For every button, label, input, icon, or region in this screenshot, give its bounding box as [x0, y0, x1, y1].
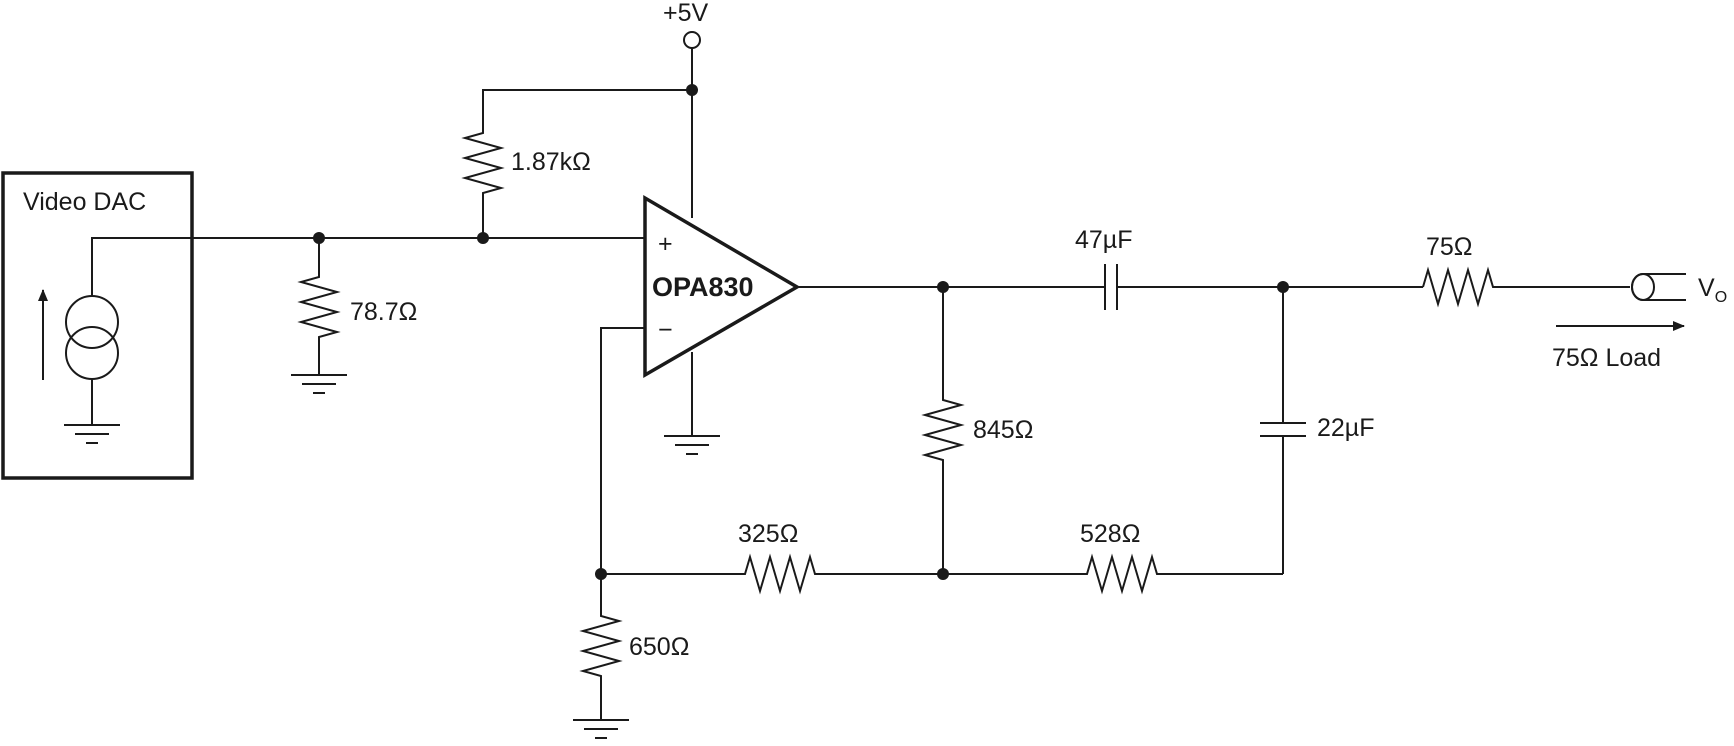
label-325-ohm: 325Ω [738, 520, 798, 548]
resistor-325-ohm [601, 553, 943, 595]
label-650-ohm: 650Ω [629, 633, 689, 661]
video-dac-title: Video DAC [23, 188, 146, 216]
label-528-ohm: 528Ω [1080, 520, 1140, 548]
resistor-650-ohm [579, 574, 623, 720]
inverting-input-wire [600, 327, 645, 574]
label-78-7-ohm: 78.7Ω [350, 298, 417, 326]
resistor-1-87k-ohm [461, 89, 692, 238]
opamp-plus-sign: + [658, 230, 673, 258]
label-75-ohm-load: 75Ω Load [1552, 344, 1661, 372]
label-supply: +5V [663, 0, 709, 27]
feedback-ground-icon [573, 719, 629, 739]
resistor-845-ohm [921, 287, 965, 574]
resistor-78-7-ohm [297, 238, 341, 375]
dac-output-wire [91, 237, 190, 296]
resistor-528-ohm [943, 553, 1283, 595]
opamp-minus-sign: − [658, 316, 673, 344]
junction-supply [686, 84, 698, 96]
resistor-75-ohm [1422, 266, 1630, 308]
supply-terminal [683, 31, 701, 49]
label-47uf: 47µF [1075, 226, 1132, 254]
current-source-lower-circle [65, 326, 119, 380]
label-1-87k-ohm: 1.87kΩ [511, 148, 591, 176]
label-vo: VO [1698, 274, 1727, 306]
opamp-triangle [643, 194, 801, 379]
opamp-label: OPA830 [652, 272, 754, 302]
label-845-ohm: 845Ω [973, 416, 1033, 444]
label-75-ohm: 75Ω [1426, 233, 1473, 261]
video-dac-box [1, 171, 194, 480]
video-dac-block: Video DAC [1, 171, 194, 480]
dac-ground-icon [64, 424, 120, 444]
input-ground-icon [291, 374, 347, 394]
label-22uf: 22µF [1317, 414, 1374, 442]
opamp-ground-icon [664, 435, 720, 455]
coax-output-connector [1631, 273, 1686, 301]
current-source-upper-circle [65, 295, 119, 349]
